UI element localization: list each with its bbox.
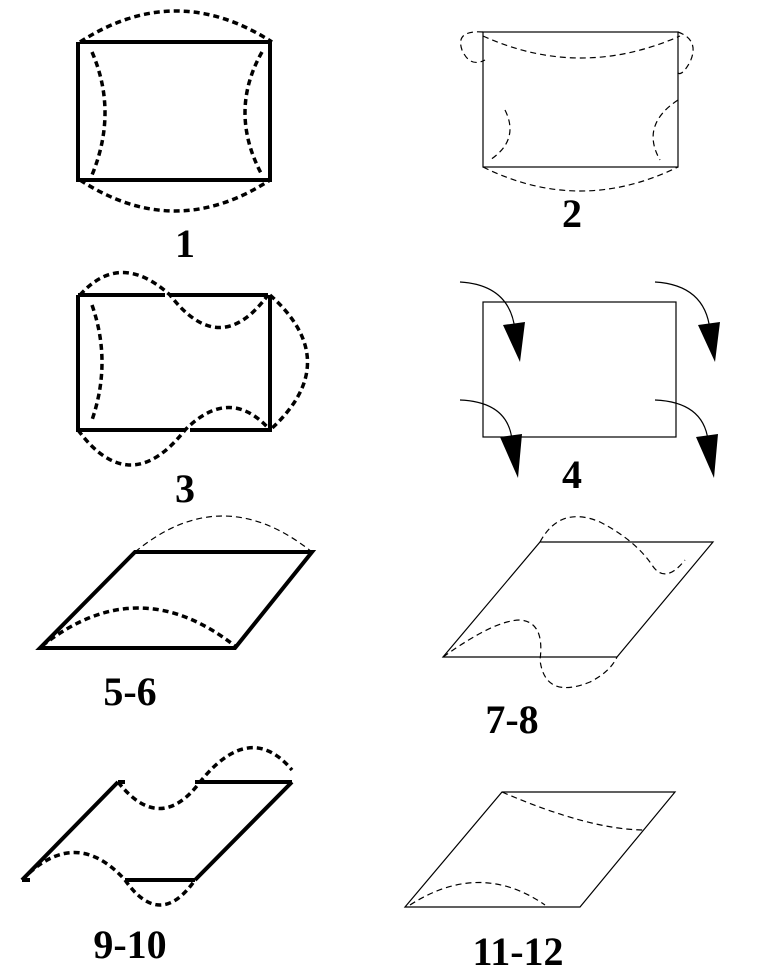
- figure-label: 3: [175, 466, 195, 511]
- figure-label: 1: [175, 221, 195, 266]
- figure-7-8: 7-8: [441, 516, 715, 742]
- figure-1: 1: [76, 9, 273, 266]
- figure-11-12: 11-12: [403, 791, 677, 974]
- figure-4: 4: [459, 281, 720, 497]
- arrow-icon: [654, 281, 720, 362]
- figure-9-10: 9-10: [20, 746, 294, 967]
- figure-2: 2: [460, 31, 694, 236]
- figure-3: 3: [76, 270, 310, 511]
- figure-label: 7-8: [485, 697, 538, 742]
- figure-label: 4: [562, 452, 582, 497]
- figure-label: 11-12: [472, 929, 563, 974]
- figure-label: 5-6: [103, 669, 156, 714]
- arrow-icon: [654, 399, 718, 478]
- figure-5-6: 5-6: [35, 515, 317, 714]
- figure-label: 9-10: [93, 922, 166, 967]
- arrow-icon: [459, 399, 522, 478]
- arrow-icon: [459, 281, 525, 362]
- figure-label: 2: [562, 191, 582, 236]
